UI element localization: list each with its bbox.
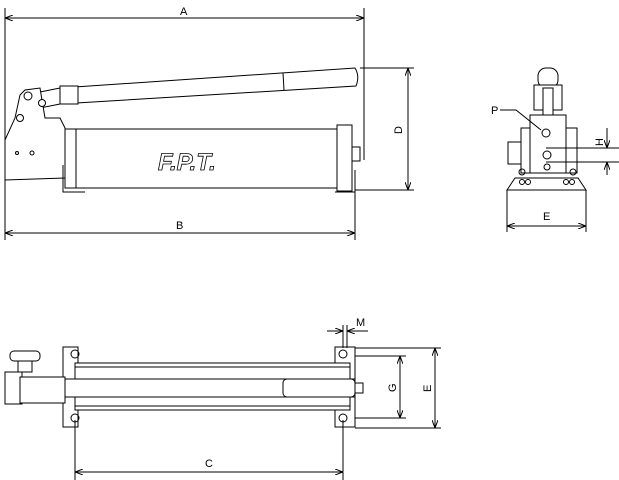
dimension-a-label: A <box>180 6 188 18</box>
dimension-h-label: H <box>594 138 606 146</box>
pump-handle <box>23 67 359 109</box>
dimension-e-front-label: E <box>543 211 550 223</box>
dimension-d-label: D <box>393 126 405 134</box>
pump-reservoir <box>64 128 351 189</box>
front-view: E H P <box>491 67 619 232</box>
top-view: M G E C <box>4 317 441 480</box>
dimension-e-top-label: E <box>422 385 434 392</box>
dimension-c-label: C <box>205 458 213 470</box>
pump-head <box>4 87 66 181</box>
dimension-m-label: M <box>356 317 365 329</box>
port-p-leader <box>500 109 542 131</box>
side-view: A B D F.P.T. <box>4 6 414 240</box>
fpt-logo: F.P.T. <box>158 149 216 176</box>
dimension-b-label: B <box>176 220 183 232</box>
port-p-label: P <box>491 105 498 117</box>
dimension-g-label: G <box>387 383 399 392</box>
